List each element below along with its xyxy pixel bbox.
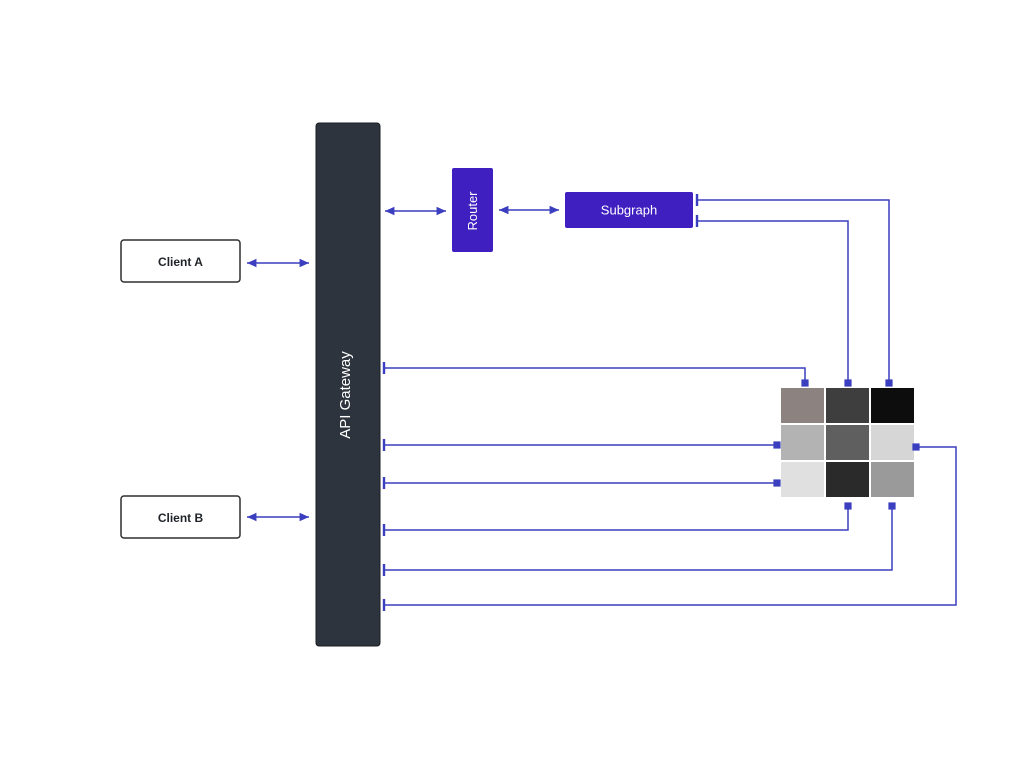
client-a-node[interactable]: Client A xyxy=(120,239,241,283)
client-a-label: Client A xyxy=(158,255,203,269)
grid-cell xyxy=(826,462,869,497)
router-node[interactable]: Router xyxy=(452,168,493,252)
grid-cell xyxy=(871,462,914,497)
grid-cell xyxy=(781,425,824,460)
api-gateway-label: API Gateway xyxy=(337,351,354,439)
gateway-to-grid-connector-4 xyxy=(382,502,852,536)
subgraph-box xyxy=(565,192,693,228)
grid-cell xyxy=(781,462,824,497)
data-cell-grid[interactable] xyxy=(781,388,914,497)
gateway-to-grid-connector-1 xyxy=(382,362,809,387)
api-gateway-node[interactable]: API Gateway xyxy=(315,122,381,647)
subgraph-node[interactable]: Subgraph xyxy=(565,192,693,228)
router-box xyxy=(452,168,493,252)
grid-cell xyxy=(871,388,914,423)
api-gateway-box xyxy=(315,122,381,647)
gateway-to-grid-connector-6 xyxy=(382,443,957,611)
client-b-box xyxy=(120,495,241,539)
client-b-label: Client B xyxy=(158,511,204,525)
gateway-to-grid-connector-5 xyxy=(382,502,896,576)
connectors xyxy=(247,194,957,611)
subgraph-label: Subgraph xyxy=(601,203,657,218)
grid-cell xyxy=(826,388,869,423)
subgraph-to-grid-connector-1 xyxy=(695,194,893,387)
grid-cell xyxy=(826,425,869,460)
grid-cell xyxy=(871,425,914,460)
router-label: Router xyxy=(465,191,480,231)
client-a-box xyxy=(120,239,241,283)
client-b-node[interactable]: Client B xyxy=(120,495,241,539)
grid-cell xyxy=(781,388,824,423)
subgraph-to-grid-connector-2 xyxy=(695,215,852,387)
